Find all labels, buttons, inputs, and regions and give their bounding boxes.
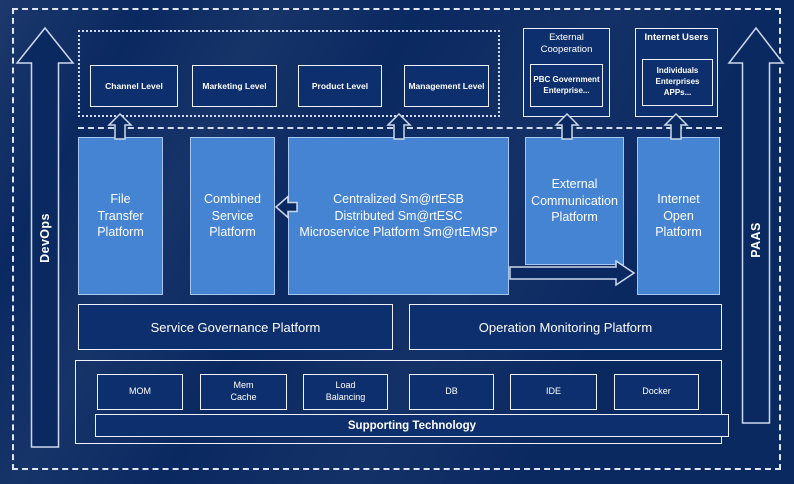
devops-rail-label: DevOps — [38, 213, 52, 263]
tech-box-docker: Docker — [614, 374, 699, 410]
external-cooperation-title: External Cooperation — [540, 32, 593, 55]
paas-rail-label: PAAS — [749, 222, 763, 258]
product-level-box: Product Level — [298, 65, 382, 107]
external-cooperation-box: External Cooperation PBC Government Ente… — [523, 28, 610, 117]
tech-label-ide: IDE — [545, 386, 561, 397]
internet-users-members: Individuals Enterprises APPs... — [642, 59, 713, 106]
supporting-technology-container — [75, 360, 722, 444]
channel-level-box: Channel Level — [90, 65, 178, 107]
marketing-level-box: Marketing Level — [192, 65, 277, 107]
operation-monitoring-platform-label: Operation Monitoring Platform — [478, 319, 653, 335]
supporting-technology-bar: Supporting Technology — [95, 414, 729, 437]
internet-users-box: Internet Users Individuals Enterprises A… — [635, 28, 718, 117]
operation-monitoring-platform-box: Operation Monitoring Platform — [409, 304, 722, 350]
external-communication-platform-label: External Communication Platform — [531, 176, 618, 225]
internet-open-platform-box: Internet Open Platform — [637, 137, 720, 295]
marketing-level-label: Marketing Level — [202, 80, 267, 91]
supporting-technology-label: Supporting Technology — [347, 419, 477, 432]
internet-users-title: Internet Users — [644, 32, 709, 43]
combined-service-platform-label: Combined Service Platform — [204, 191, 261, 240]
tech-box-load-balancing: Load Balancing — [303, 374, 388, 410]
channel-level-label: Channel Level — [105, 80, 163, 91]
tech-box-ide: IDE — [510, 374, 597, 410]
external-cooperation-members: PBC Government Enterprise... — [530, 64, 603, 107]
management-level-box: Management Level — [404, 65, 489, 107]
tech-label-load-balancing: Load Balancing — [325, 380, 366, 402]
product-level-label: Product Level — [311, 80, 369, 91]
tech-label-docker: Docker — [642, 386, 671, 397]
combined-service-platform-box: Combined Service Platform — [190, 137, 275, 295]
service-governance-platform-label: Service Governance Platform — [150, 319, 321, 335]
tech-label-mem-cache: Mem Cache — [230, 380, 257, 402]
esb-platform-box: Centralized Sm@rtESB Distributed Sm@rtES… — [288, 137, 509, 295]
business-levels-panel — [78, 30, 500, 117]
tech-box-db: DB — [409, 374, 494, 410]
external-communication-platform-box: External Communication Platform — [525, 137, 624, 265]
internet-open-platform-label: Internet Open Platform — [655, 191, 702, 240]
tech-label-mom: MOM — [129, 386, 151, 397]
dashed-separator-line — [78, 127, 722, 129]
management-level-label: Management Level — [408, 80, 485, 91]
tech-box-mem-cache: Mem Cache — [200, 374, 287, 410]
tech-box-mom: MOM — [97, 374, 183, 410]
file-transfer-platform-box: File Transfer Platform — [78, 137, 163, 295]
tech-label-db: DB — [445, 386, 458, 397]
service-governance-platform-box: Service Governance Platform — [78, 304, 393, 350]
file-transfer-platform-label: File Transfer Platform — [97, 191, 144, 240]
esb-platform-label: Centralized Sm@rtESB Distributed Sm@rtES… — [299, 191, 498, 240]
